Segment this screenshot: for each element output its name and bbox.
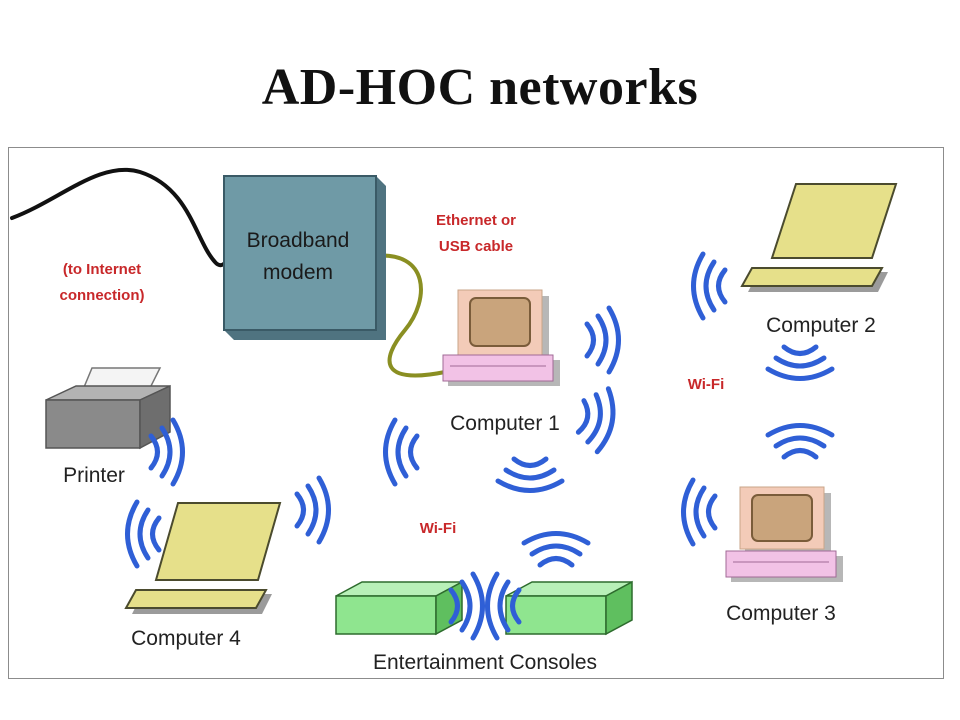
broadband-modem: [223, 175, 386, 340]
internet-cable: [10, 167, 230, 268]
page-title: AD-HOC networks: [261, 59, 699, 116]
wifi-waves-computer1-down: [498, 459, 562, 491]
wifi-label-right: Wi-Fi: [688, 376, 725, 393]
cable-label-line1: Ethernet or: [436, 212, 516, 229]
wifi-label-center: Wi-Fi: [420, 520, 457, 537]
wifi-waves-computer3-up: [768, 426, 832, 458]
modem-label-line2: modem: [263, 261, 333, 284]
wifi-waves-computer2-left: [694, 254, 726, 318]
computer-2-icon: [740, 183, 898, 292]
wifi-waves-computer1-lowright: [576, 385, 618, 453]
wifi-waves-computer4-right: [297, 478, 329, 542]
wifi-waves-consoles-up: [524, 534, 588, 566]
computer-1-label: Computer 1: [450, 412, 560, 435]
printer-label: Printer: [63, 464, 125, 487]
computer-2-label: Computer 2: [766, 314, 876, 337]
computer-3-icon: [725, 486, 843, 582]
console-right-icon: [505, 580, 633, 636]
wifi-waves-computer4-left: [128, 502, 160, 566]
internet-label-line2: connection): [60, 287, 145, 304]
ethernet-cable: [371, 253, 447, 378]
modem-label-line1: Broadband: [247, 229, 350, 252]
wifi-waves-computer1-right: [587, 308, 619, 372]
cable-label-line2: USB cable: [439, 238, 513, 255]
wifi-waves-computer2-down: [768, 347, 832, 379]
console-left-icon: [335, 580, 463, 636]
consoles-label: Entertainment Consoles: [373, 651, 597, 674]
computer-3-label: Computer 3: [726, 602, 836, 625]
computer-4-label: Computer 4: [131, 627, 241, 650]
printer-icon: [45, 367, 171, 450]
wifi-waves-computer3-left: [684, 480, 716, 544]
internet-label-line1: (to Internet: [63, 261, 141, 278]
computer-1-icon: [442, 289, 560, 386]
computer-4-icon: [124, 502, 282, 614]
wifi-waves-computer1-left: [386, 420, 418, 484]
